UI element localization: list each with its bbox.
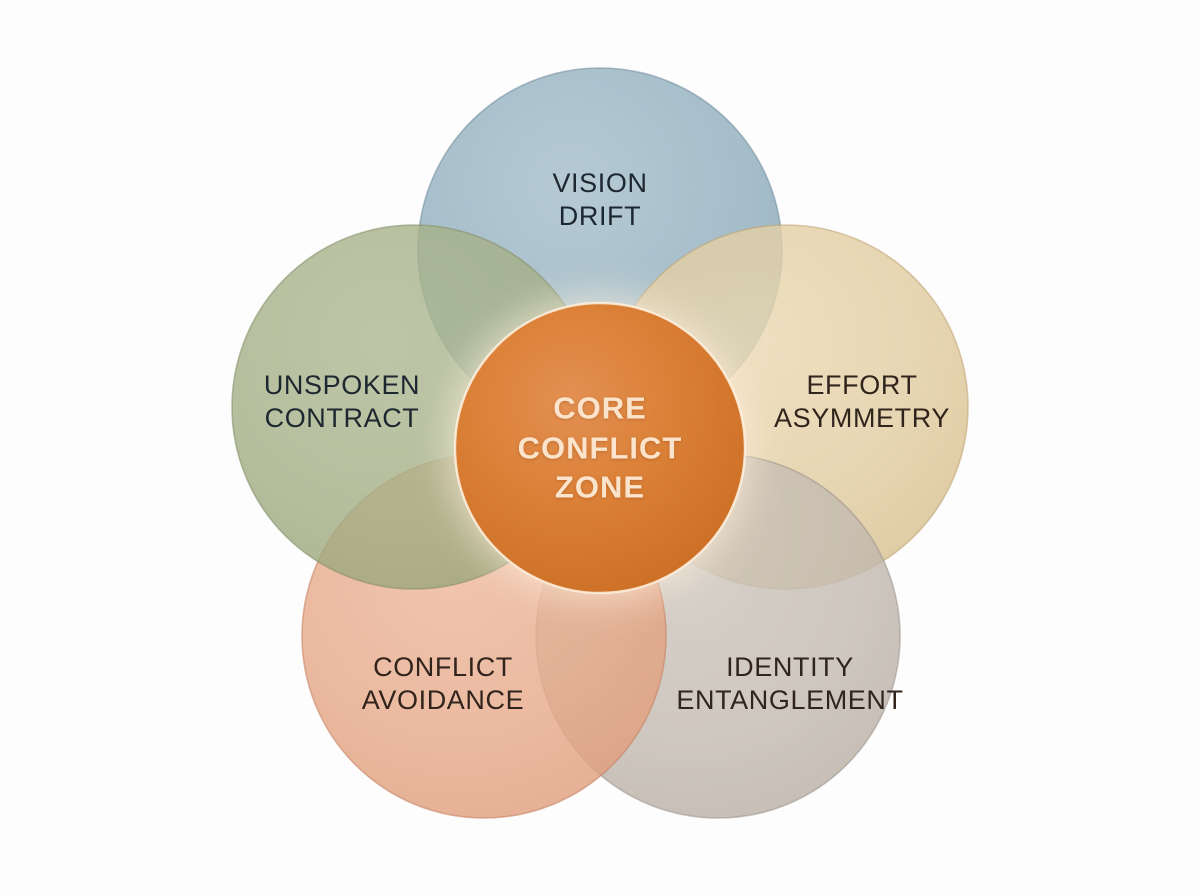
core-circle[interactable]: [453, 301, 747, 595]
